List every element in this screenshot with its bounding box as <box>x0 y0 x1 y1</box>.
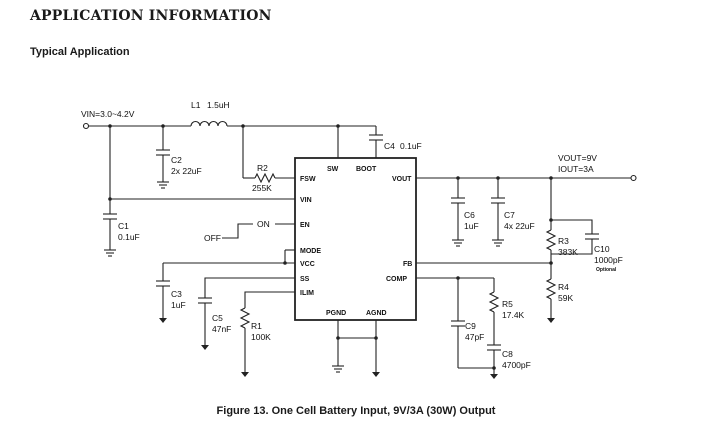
c5-value: 47nF <box>212 324 231 334</box>
figure-caption: Figure 13. One Cell Battery Input, 9V/3A… <box>216 405 496 417</box>
pin-comp-label: COMP <box>386 276 407 283</box>
pin-fb-label: FB <box>403 261 412 268</box>
c2-value: 2x 22uF <box>171 166 202 176</box>
pin-fsw-label: FSW <box>300 176 316 183</box>
c5-ref: C5 <box>212 313 223 323</box>
r5-ref: R5 <box>502 299 513 309</box>
capacitor-c10 <box>551 219 599 255</box>
capacitor-c8 <box>458 344 501 379</box>
r3-value: 383K <box>558 247 578 257</box>
r2-ref: R2 <box>257 163 268 173</box>
c3-value: 1uF <box>171 300 186 310</box>
capacitor-c5 <box>198 277 295 350</box>
pin-vcc-label: VCC <box>300 261 315 268</box>
capacitor-c6 <box>451 178 465 247</box>
pin-boot-label: BOOT <box>356 166 377 173</box>
r4-value: 59K <box>558 293 573 303</box>
capacitor-c2 <box>156 126 170 189</box>
l1-value: 1.5uH <box>207 100 230 110</box>
c1-value: 0.1uF <box>118 232 140 242</box>
capacitor-c3 <box>156 263 170 323</box>
c7-ref: C7 <box>504 210 515 220</box>
c10-optional-label: Optional <box>596 267 617 273</box>
resistor-r4 <box>545 263 557 323</box>
en-off-label: OFF <box>204 233 221 243</box>
en-on-label: ON <box>257 219 270 229</box>
r5-value: 17.4K <box>502 310 525 320</box>
c7-value: 4x 22uF <box>504 221 535 231</box>
section-heading: APPLICATION INFORMATION <box>30 8 272 24</box>
pin-mode-label: MODE <box>300 248 321 255</box>
r3-ref: R3 <box>558 236 569 246</box>
c8-value: 4700pF <box>502 360 531 370</box>
pin-vin-label: VIN <box>300 197 312 204</box>
c3-ref: C3 <box>171 289 182 299</box>
vout-label: VOUT=9V <box>558 153 597 163</box>
r1-ref: R1 <box>251 321 262 331</box>
vout-terminal <box>630 174 637 182</box>
ground-connections <box>331 320 380 377</box>
en-signal <box>222 223 295 239</box>
capacitor-c9 <box>451 278 465 368</box>
c2-ref: C2 <box>171 155 182 165</box>
pin-sw-label: SW <box>327 166 339 173</box>
c8-ref: C8 <box>502 349 513 359</box>
resistor-r1 <box>239 291 295 377</box>
c4-ref: C4 <box>384 141 395 151</box>
pin-en-label: EN <box>300 222 310 229</box>
resistor-r2 <box>242 126 295 184</box>
ic-body <box>294 157 417 321</box>
capacitor-c1 <box>103 199 117 257</box>
c6-ref: C6 <box>464 210 475 220</box>
r2-value: 255K <box>252 183 272 193</box>
c1-ref: C1 <box>118 221 129 231</box>
capacitor-c4 <box>369 126 383 158</box>
pin-ilim-label: ILIM <box>300 290 314 297</box>
pin-vout-label: VOUT <box>392 176 412 183</box>
c10-value: 1000pF <box>594 255 623 265</box>
r1-value: 100K <box>251 332 271 342</box>
resistor-r5 <box>488 278 500 345</box>
pin-pgnd-label: PGND <box>326 310 346 317</box>
c9-ref: C9 <box>465 321 476 331</box>
pin-ss-label: SS <box>300 276 310 283</box>
l1-ref: L1 <box>191 100 201 110</box>
r4-ref: R4 <box>558 282 569 292</box>
inductor-l1 <box>190 120 338 127</box>
c4-value: 0.1uF <box>400 141 422 151</box>
vin-terminal <box>82 122 191 130</box>
iout-label: IOUT=3A <box>558 164 594 174</box>
section-subheading: Typical Application <box>30 46 130 58</box>
capacitor-c7 <box>491 178 505 247</box>
pin-agnd-label: AGND <box>366 310 387 317</box>
c6-value: 1uF <box>464 221 479 231</box>
c9-value: 47pF <box>465 332 484 342</box>
c10-ref: C10 <box>594 244 610 254</box>
vin-label: VIN=3.0~4.2V <box>81 109 135 119</box>
